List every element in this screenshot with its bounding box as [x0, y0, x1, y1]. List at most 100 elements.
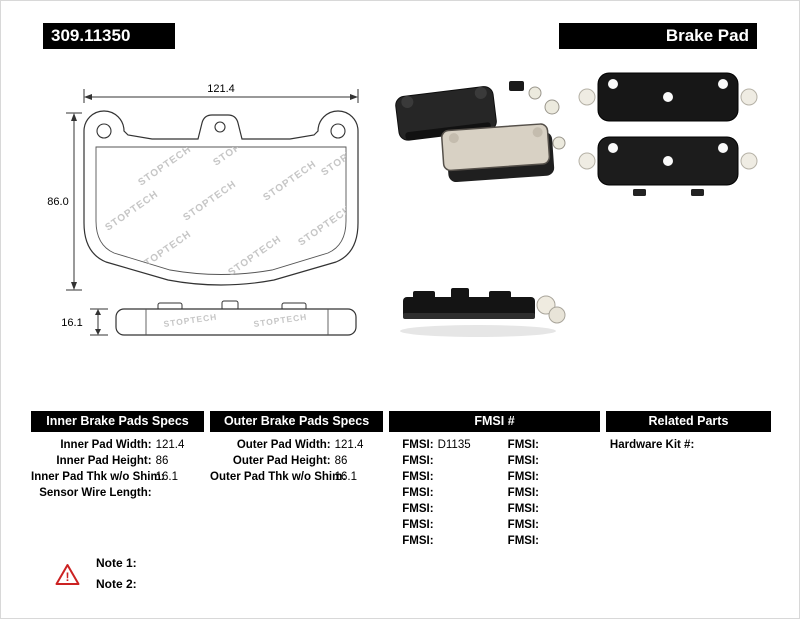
fmsi-label: FMSI:: [402, 487, 434, 499]
note-2: Note 2:: [96, 577, 137, 591]
fmsi-value: [543, 453, 600, 469]
spec-table: Inner Brake Pads Specs Inner Pad Width: …: [31, 411, 771, 549]
fmsi-label: FMSI:: [402, 439, 434, 451]
outer-specs-header: Outer Brake Pads Specs: [210, 411, 384, 432]
spec-row: Inner Pad Thk w/o Shim: 16.1: [31, 469, 204, 485]
spec-row: Outer Pad Thk w/o Shim: 16.1: [210, 469, 383, 485]
spec-value: 121.4: [334, 439, 364, 451]
spec-label: Sensor Wire Length:: [39, 487, 152, 499]
note-lines: Note 1: Note 2:: [96, 553, 137, 595]
fmsi-label: FMSI:: [402, 535, 434, 547]
spec-label: Inner Pad Width:: [60, 439, 152, 451]
spec-row: Outer Pad Height: 86: [210, 453, 383, 469]
spec-label: Outer Pad Width:: [236, 439, 331, 451]
spec-row: Outer Pad Width: 121.4: [210, 437, 383, 453]
fmsi-header: FMSI #: [389, 411, 600, 432]
warning-exclamation: !: [66, 570, 70, 584]
related-part-value: [694, 439, 697, 451]
related-part-label: Hardware Kit #:: [609, 439, 695, 451]
hardware-piece: [548, 306, 566, 324]
wear-sensor: [691, 189, 704, 196]
fmsi-label: FMSI:: [507, 535, 539, 547]
fmsi-value: [543, 485, 600, 501]
technical-drawing: 121.4 86.0 STOPTECH STOPTECH STOPTECH ST…: [47, 83, 359, 336]
spec-value: 121.4: [155, 439, 185, 451]
dimension-thickness: [90, 308, 108, 336]
spec-label: Outer Pad Thk w/o Shim:: [210, 471, 347, 483]
spec-value: 86: [155, 455, 169, 467]
fmsi-right-column: FMSI: FMSI: FMSI: FMSI: FMSI: FMSI: FMSI…: [495, 437, 600, 549]
spec-label: Outer Pad Height:: [232, 455, 331, 467]
spec-column-outer: Outer Brake Pads Specs Outer Pad Width: …: [210, 411, 384, 549]
fmsi-value: [543, 533, 600, 549]
fmsi-label: FMSI:: [507, 519, 539, 531]
spec-value: 16.1: [155, 471, 178, 483]
product-photo-pads-back: [578, 72, 758, 196]
brake-pad-side-view: STOPTECH STOPTECH: [115, 300, 357, 336]
related-part-row: Hardware Kit #:: [610, 437, 771, 453]
fmsi-label: FMSI:: [507, 503, 539, 515]
fmsi-value: [543, 517, 600, 533]
mounting-hole-right: [330, 123, 346, 139]
spec-row: Inner Pad Width: 121.4: [31, 437, 204, 453]
inner-specs-header: Inner Brake Pads Specs: [31, 411, 205, 432]
notes-section: ! Note 1: Note 2:: [55, 553, 137, 595]
product-name: Brake Pad: [665, 26, 749, 45]
hardware-piece: [740, 88, 758, 106]
wear-sensor: [633, 189, 646, 196]
wear-sensor: [509, 81, 524, 91]
center-tab-hole: [214, 121, 226, 133]
height-dim-label: 86.0: [47, 196, 68, 208]
hardware-piece: [578, 88, 596, 106]
fmsi-value: [543, 437, 600, 453]
mounting-hole-left: [96, 123, 112, 139]
fmsi-value: [438, 485, 495, 501]
dimension-width: [83, 89, 359, 103]
fmsi-value: [438, 533, 495, 549]
product-photo-pads-angled: [395, 81, 566, 183]
fmsi-label: FMSI:: [402, 503, 434, 515]
related-parts-header: Related Parts: [605, 411, 771, 432]
dimension-height: [66, 112, 82, 291]
spec-label: Inner Pad Height:: [56, 455, 152, 467]
fmsi-label: FMSI:: [507, 471, 539, 483]
part-number-bar: 309.11350: [43, 23, 175, 49]
fmsi-label: FMSI:: [402, 471, 434, 483]
spec-column-fmsi: FMSI # FMSI:D1135 FMSI: FMSI: FMSI: FMSI…: [389, 411, 600, 549]
product-name-bar: Brake Pad: [559, 23, 757, 49]
spec-value: [156, 485, 204, 501]
fmsi-label: FMSI:: [402, 519, 434, 531]
hardware-piece: [552, 136, 566, 150]
hardware-piece: [740, 152, 758, 170]
fmsi-label: FMSI:: [402, 455, 434, 467]
fmsi-label: FMSI:: [507, 487, 539, 499]
spec-row: Inner Pad Height: 86: [31, 453, 204, 469]
hardware-piece: [578, 152, 596, 170]
fmsi-left-column: FMSI:D1135 FMSI: FMSI: FMSI: FMSI: FMSI:…: [389, 437, 494, 549]
spec-column-inner: Inner Brake Pads Specs Inner Pad Width: …: [31, 411, 205, 549]
part-number: 309.11350: [51, 26, 131, 45]
fmsi-label: FMSI:: [507, 455, 539, 467]
spec-label: Inner Pad Thk w/o Shim:: [31, 471, 165, 483]
fmsi-value: [438, 501, 495, 517]
spec-value: 16.1: [334, 471, 358, 483]
thickness-dim-label: 16.1: [61, 317, 82, 329]
note-1: Note 1:: [96, 556, 137, 570]
product-photo-pad-edge: [400, 288, 566, 337]
spec-row: Sensor Wire Length:: [31, 485, 204, 501]
width-dim-label: 121.4: [207, 83, 235, 95]
brake-pad-front-view: STOPTECH STOPTECH STOPTECH STOPTECH STOP…: [83, 110, 359, 286]
warning-icon: !: [55, 563, 80, 585]
fmsi-value: [543, 469, 600, 485]
fmsi-value: [438, 453, 495, 469]
hardware-piece: [528, 86, 542, 100]
fmsi-label: FMSI:: [507, 439, 539, 451]
fmsi-value: [438, 469, 495, 485]
hardware-piece: [544, 99, 560, 115]
fmsi-value: [543, 501, 600, 517]
fmsi-value: D1135: [437, 439, 471, 451]
spec-value: 86: [334, 455, 348, 467]
spec-column-related: Related Parts Hardware Kit #:: [605, 411, 771, 549]
fmsi-value: [438, 517, 495, 533]
